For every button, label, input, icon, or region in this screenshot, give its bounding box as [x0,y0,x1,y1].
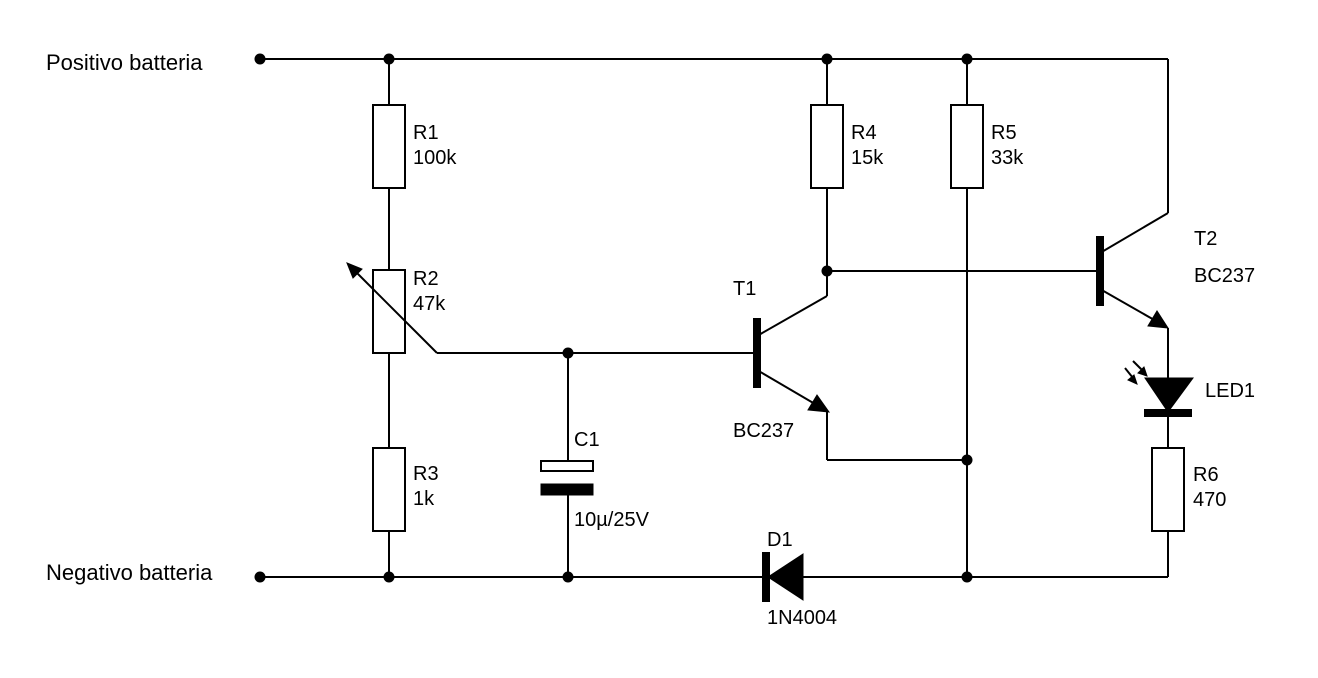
resistor-r4 [810,104,844,189]
d1-ref-label: D1 [767,529,793,551]
led1-symbol [1144,377,1194,417]
c1-ref-label: C1 [574,429,600,451]
led1-light-arrows [1124,360,1148,385]
r5-ref-label: R5 [991,122,1017,144]
t1-wires [826,271,967,461]
base-node-wires [437,352,757,577]
r4-wires [826,59,1100,272]
r6-value-label: 470 [1193,489,1226,511]
transistor-t1 [753,295,831,413]
r5-value-label: 33k [991,147,1024,169]
junction-dots [254,53,973,583]
t1-ref-label: T1 [733,278,756,300]
r1-value-label: 100k [413,147,457,169]
t2-ref-label: T2 [1194,228,1217,250]
resistor-r3 [372,447,406,532]
r3-value-label: 1k [413,488,435,510]
resistor-r1 [372,104,406,189]
negative-rail-label: Negativo batteria [46,560,213,585]
r4-ref-label: R4 [851,122,877,144]
r3-ref-label: R3 [413,463,439,485]
capacitor-c1-negative-plate [540,483,594,496]
positive-rail-label: Positivo batteria [46,50,203,75]
potentiometer-wiper-arrow [346,262,438,354]
led1-ref-label: LED1 [1205,380,1255,402]
potentiometer-r2 [372,269,406,354]
c1-value-label: 10µ/25V [574,509,650,531]
r2-value-label: 47k [413,293,446,315]
t1-value-label: BC237 [733,420,794,442]
r2-ref-label: R2 [413,268,439,290]
r4-value-label: 15k [851,147,884,169]
resistor-r5 [950,104,984,189]
resistor-r6 [1151,447,1185,532]
r6-ref-label: R6 [1193,464,1219,486]
d1-value-label: 1N4004 [767,607,837,629]
diode-d1 [762,552,804,602]
capacitor-c1-positive-plate [540,460,594,472]
r1-ref-label: R1 [413,122,439,144]
t2-value-label: BC237 [1194,265,1255,287]
transistor-t2 [1096,59,1169,329]
